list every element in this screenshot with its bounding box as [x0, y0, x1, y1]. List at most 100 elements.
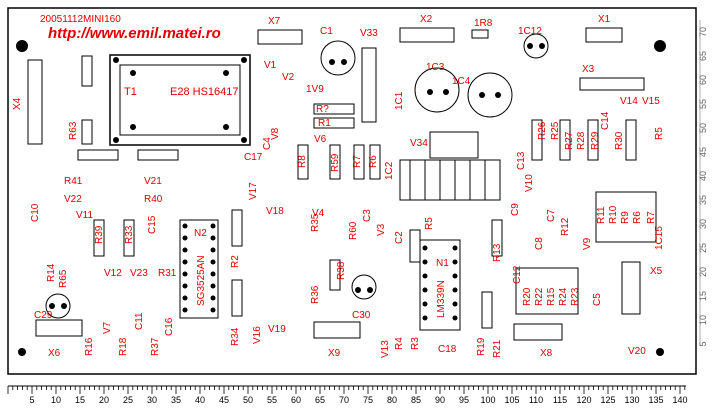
label-r34: R34 [230, 327, 241, 346]
label-r40: R40 [144, 194, 163, 205]
label-r1: R1 [318, 118, 331, 129]
label-x9: X9 [328, 348, 341, 359]
label-v21: V21 [144, 176, 162, 187]
label-c3: C3 [362, 209, 373, 222]
label-r59: R59 [330, 153, 341, 172]
label-c9: C9 [510, 203, 521, 216]
label-c17: C17 [244, 152, 263, 163]
side-scale-label: 35 [698, 195, 708, 205]
label-r2: R2 [230, 255, 241, 268]
ruler-label: 130 [624, 395, 639, 405]
label-r31: R31 [158, 268, 177, 279]
capacitor-c1 [320, 40, 356, 76]
capacitor-1c3 [414, 67, 460, 113]
label-v33: V33 [360, 28, 378, 39]
label-r36: R36 [310, 285, 321, 304]
capacitor-c30 [351, 274, 377, 300]
label-r38: R38 [336, 261, 347, 280]
label-r19: R19 [476, 337, 487, 356]
label-r22: R22 [534, 287, 545, 306]
label-r11: R11 [596, 206, 607, 224]
ic-n1 [419, 239, 461, 331]
side-scale-label: 20 [698, 267, 708, 277]
label-1c2: 1C2 [384, 161, 395, 180]
label-c11: C11 [134, 312, 145, 330]
ruler-label: 75 [363, 395, 373, 405]
label-1c1: 1C1 [394, 91, 405, 110]
label-r63: R63 [68, 121, 79, 140]
label-r18: R18 [118, 337, 129, 356]
label-v19: V19 [268, 324, 286, 335]
label-c4: C4 [262, 137, 273, 150]
ruler-label: 90 [435, 395, 445, 405]
label-x8: X8 [540, 348, 553, 359]
label-c30: C30 [352, 310, 371, 321]
label-r33: R33 [124, 225, 135, 244]
ruler-label: 95 [459, 395, 469, 405]
mount-hole [654, 40, 666, 52]
label-sg3525an: SG3525AN [196, 255, 207, 306]
label-v16: V16 [252, 326, 263, 344]
ruler-label: 10 [51, 395, 61, 405]
side-scale-label: 5 [698, 341, 708, 346]
transformer-value: E28 HS16417 [170, 86, 239, 98]
label-c29: C29 [34, 310, 53, 321]
label-c5: C5 [592, 293, 603, 306]
label-x1: X1 [598, 14, 611, 25]
label-1c3: 1C3 [426, 62, 445, 73]
label-v23: V23 [130, 268, 148, 279]
board-outline [7, 7, 697, 375]
ruler-label: 5 [29, 395, 34, 405]
label-v18: V18 [266, 206, 284, 217]
label-x2: X2 [420, 14, 433, 25]
capacitor-c29 [45, 293, 71, 319]
ruler-label: 110 [529, 395, 543, 405]
label-r15: R15 [546, 287, 557, 306]
side-scale-label: 25 [698, 243, 708, 253]
label-1r8: 1R8 [474, 18, 493, 29]
label-v34: V34 [410, 138, 428, 149]
label-c8: C8 [534, 237, 545, 250]
label-v1: V1 [264, 60, 277, 71]
ruler-label: 80 [387, 395, 397, 405]
label-r39: R39 [94, 225, 105, 244]
label-v10: V10 [524, 174, 535, 192]
side-scale-label: 50 [698, 123, 708, 133]
label-r7-mid: R7 [646, 211, 657, 224]
resistor-array [77, 29, 657, 329]
side-scale-label: 40 [698, 171, 708, 181]
label-r3: R3 [410, 337, 421, 350]
label-r60: R60 [348, 221, 359, 240]
label-v4: V4 [312, 208, 325, 219]
label-r10: R10 [608, 205, 619, 224]
ruler-label: 15 [75, 395, 85, 405]
label-x7: X7 [268, 16, 281, 27]
ruler-label: 40 [195, 395, 205, 405]
label-r29: R29 [590, 131, 601, 150]
label-x5: X5 [650, 266, 663, 277]
label-r7-top: R7 [352, 155, 363, 168]
label-r16: R16 [84, 337, 95, 356]
ruler-label: 65 [315, 395, 325, 405]
label-r41: R41 [64, 176, 83, 187]
label-c12: C12 [512, 265, 523, 284]
label-v17: V17 [248, 182, 259, 200]
ruler-label: 135 [648, 395, 663, 405]
label-r28: R28 [576, 131, 587, 150]
label-r6-top: R6 [368, 155, 379, 168]
label-v12: V12 [104, 268, 122, 279]
label-r8: R8 [297, 155, 308, 168]
label-1v9: 1V9 [306, 84, 324, 95]
label-v11: V11 [76, 210, 93, 221]
mount-hole [18, 348, 26, 356]
label-r21: R21 [492, 339, 503, 358]
ruler-label: 25 [123, 395, 133, 405]
side-scale-label: 30 [698, 219, 708, 229]
label-c1: C1 [320, 26, 333, 37]
label-v8: V8 [270, 127, 281, 140]
ruler-label: 45 [219, 395, 229, 405]
transformer-t1: T1 E28 HS16417 [109, 54, 251, 146]
side-scale-label: 60 [698, 75, 708, 85]
board-stamp: 20051112MINI160 [40, 14, 121, 25]
label-1c15: 1C15 [654, 226, 665, 250]
